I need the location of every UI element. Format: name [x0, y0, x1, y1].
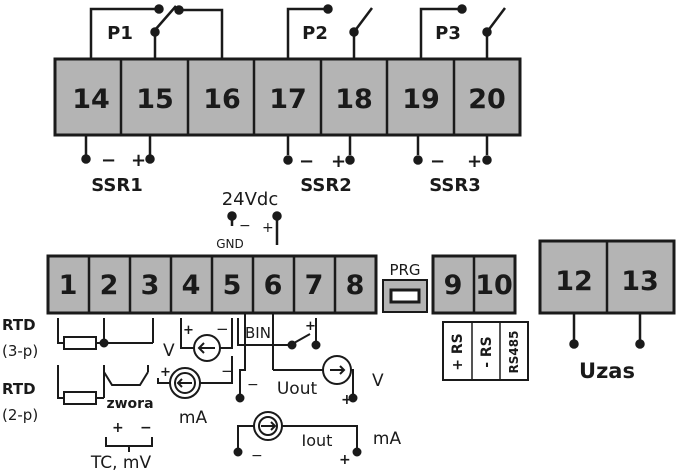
top-block-frame [53, 57, 522, 137]
iout-minus: − [251, 448, 263, 464]
uout-unit: V [372, 371, 384, 391]
terminal-2: 2 [100, 270, 119, 301]
rs485-label-box: + RS - RS RS485 [442, 321, 529, 381]
supply-voltage-label: 24Vdc [222, 189, 279, 210]
terminal-10: 10 [475, 270, 513, 301]
uout-wiring [235, 313, 358, 403]
ma-input-plus: + [160, 365, 171, 380]
terminal-9: 9 [444, 270, 463, 301]
bin-input-label: BIN [245, 324, 271, 342]
rs485-terminal-block: 9 10 [431, 254, 517, 315]
terminal-19: 19 [402, 84, 440, 115]
rtd3-wiring [57, 318, 154, 350]
rtd3-subtitle: (3-p) [2, 342, 38, 360]
supply-minus: − [239, 218, 251, 234]
bottom-terminal-block: 1 2 3 4 5 6 7 8 [46, 254, 378, 315]
uout-plus: + [341, 392, 353, 408]
ma-input-wiring [157, 356, 233, 399]
iout-label: Iout [302, 431, 333, 450]
v-input-plus: + [183, 323, 194, 338]
tc-plus: + [112, 420, 124, 436]
rs-minus-label: - RS [479, 336, 495, 368]
ssr1-minus: − [101, 150, 116, 171]
rs-plus-label: + RS [450, 333, 466, 370]
terminal-1: 1 [59, 270, 78, 301]
v-input-label: V [163, 341, 175, 361]
uout-label: Uout [277, 379, 318, 399]
iout-plus: + [339, 452, 351, 468]
supply-24vdc [227, 211, 282, 245]
terminal-14: 14 [72, 84, 110, 115]
ssr1-label: SSR1 [91, 175, 143, 196]
prg-label: PRG [389, 261, 420, 279]
ma-input-minus: − [221, 362, 234, 380]
relay-p3-label: P3 [435, 23, 461, 44]
terminal-15: 15 [136, 84, 174, 115]
terminal-7: 7 [305, 270, 324, 301]
tc-mv-wiring [105, 437, 153, 452]
terminal-13: 13 [621, 266, 659, 297]
ssr3-plus: + [467, 151, 482, 172]
uout-minus: − [247, 377, 259, 393]
relay-p1-label: P1 [107, 23, 133, 44]
ssr3-minus: − [430, 151, 445, 172]
terminal-18: 18 [335, 84, 373, 115]
terminal-4: 4 [182, 270, 201, 301]
supply-uzas-label: Uzas [579, 359, 635, 383]
tc-minus: − [140, 420, 152, 436]
relay-p2-label: P2 [302, 23, 328, 44]
terminal-8: 8 [346, 270, 365, 301]
jumper-label: zwora [106, 396, 153, 412]
terminal-6: 6 [264, 270, 283, 301]
iout-unit: mA [373, 429, 402, 449]
iout-wiring [233, 411, 362, 457]
supply-gnd-label: GND [216, 237, 244, 251]
rtd2-title: RTD [2, 380, 36, 398]
rs485-label: RS485 [507, 331, 521, 374]
rtd2-wiring [57, 365, 149, 405]
ssr1-plus: + [131, 150, 146, 171]
terminal-20: 20 [468, 84, 506, 115]
v-input-minus: − [216, 320, 229, 338]
ma-input-label: mA [179, 408, 208, 428]
terminal-17: 17 [269, 84, 307, 115]
relay-p1 [89, 4, 224, 59]
rtd2-subtitle: (2-p) [2, 406, 38, 424]
ssr2-label: SSR2 [300, 175, 352, 196]
prg-connector [382, 279, 428, 313]
bin-input-plus: + [305, 319, 316, 334]
ssr3-label: SSR3 [429, 175, 481, 196]
terminal-5: 5 [223, 270, 242, 301]
v-input-wiring [180, 318, 233, 362]
top-terminal-block: 14 15 16 17 18 19 20 [53, 57, 522, 137]
tc-mv-label: TC, mV [90, 453, 152, 473]
terminal-12: 12 [555, 266, 593, 297]
supply-plus: + [262, 220, 274, 236]
relay-p3 [419, 4, 506, 59]
relay-p2 [286, 4, 373, 59]
terminal-3: 3 [141, 270, 160, 301]
power-terminal-block: 12 13 Uzas [538, 239, 676, 383]
terminal-16: 16 [203, 84, 241, 115]
ssr2-minus: − [299, 151, 314, 172]
ssr2-plus: + [331, 151, 346, 172]
rtd3-title: RTD [2, 316, 36, 334]
